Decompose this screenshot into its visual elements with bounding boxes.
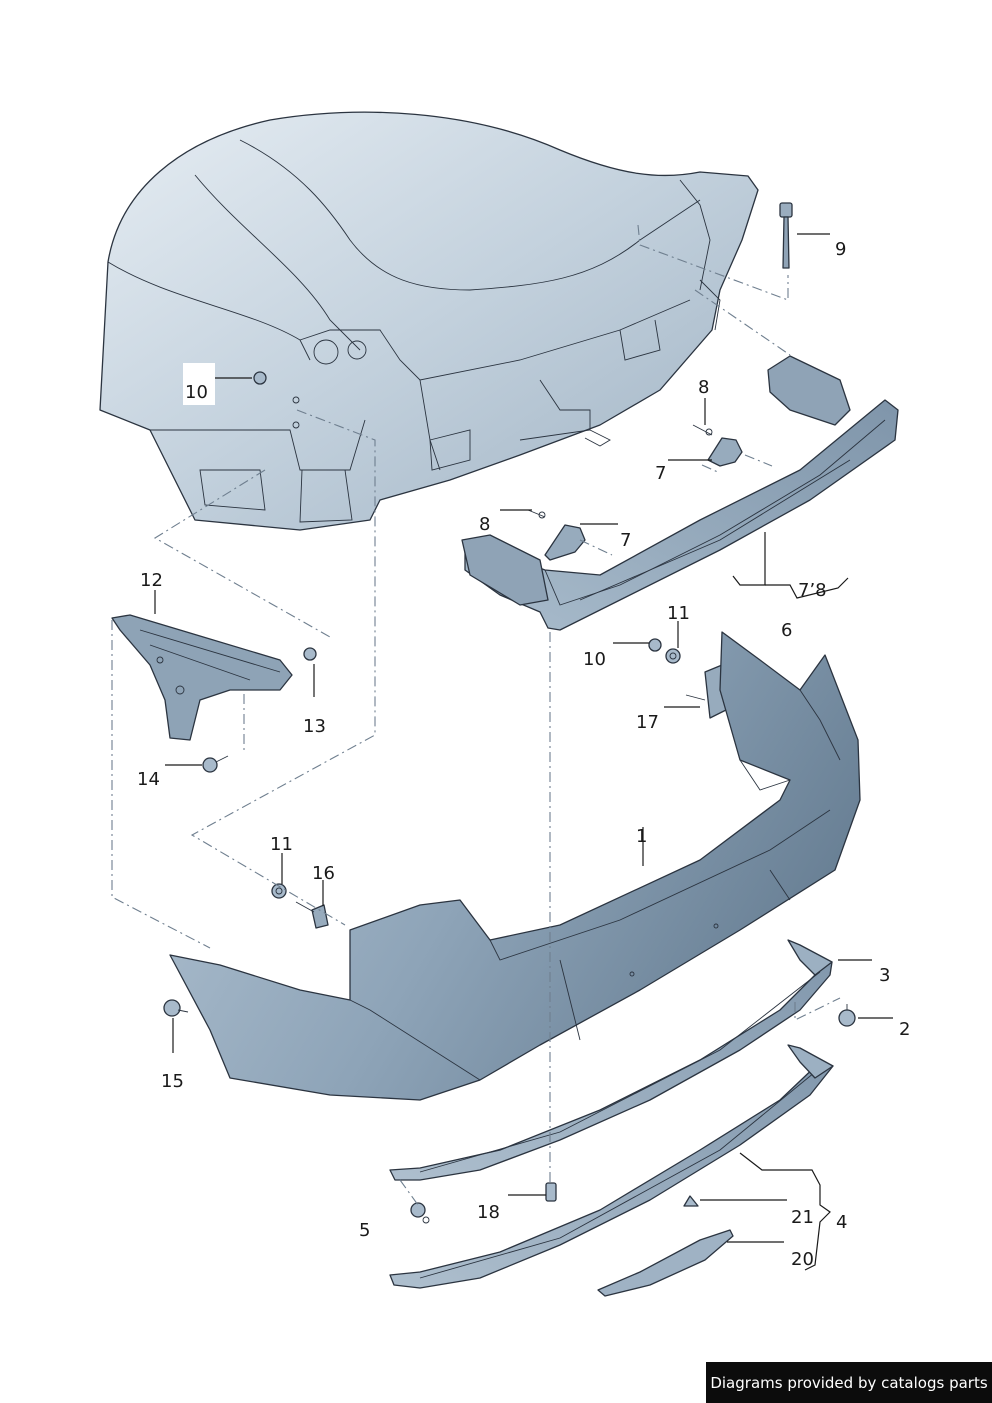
clip-10-lower bbox=[648, 638, 662, 652]
callout-8-lower: 8 bbox=[479, 514, 490, 535]
callout-4: 4 bbox=[836, 1212, 847, 1233]
leader-lines bbox=[154, 233, 893, 1271]
callout-1: 1 bbox=[636, 826, 647, 847]
callout-8-upper: 8 bbox=[698, 377, 709, 398]
callout-7-8: 7’8 bbox=[798, 580, 827, 601]
screw-15 bbox=[163, 999, 189, 1017]
clip-2 bbox=[838, 1004, 856, 1027]
callout-10-lower: 10 bbox=[583, 649, 606, 670]
lower-strip-4 bbox=[389, 1044, 834, 1289]
callout-10-upper: 10 bbox=[185, 382, 208, 403]
clip-10-upper bbox=[253, 371, 267, 385]
callout-9: 9 bbox=[835, 239, 846, 260]
callout-11-upper: 11 bbox=[667, 603, 690, 624]
bolt-9 bbox=[779, 202, 793, 269]
clip-21 bbox=[683, 1195, 699, 1207]
bumper-cover bbox=[169, 631, 861, 1101]
lower-trim-3 bbox=[389, 939, 833, 1181]
callout-16: 16 bbox=[312, 863, 335, 884]
screw-14 bbox=[202, 755, 229, 773]
callout-14: 14 bbox=[137, 769, 160, 790]
reflector-strip-20 bbox=[597, 1229, 734, 1297]
callout-11-lower: 11 bbox=[270, 834, 293, 855]
callout-3: 3 bbox=[879, 965, 890, 986]
callout-labels: 1 2 3 4 5 6 7 7 7’8 8 8 9 10 10 11 11 12… bbox=[137, 239, 910, 1270]
assembly-lines bbox=[111, 224, 841, 1206]
bracket-7-upper bbox=[692, 424, 743, 467]
callout-15: 15 bbox=[161, 1071, 184, 1092]
callout-18: 18 bbox=[477, 1202, 500, 1223]
callout-17: 17 bbox=[636, 712, 659, 733]
bumper-reinforcement-beam bbox=[461, 355, 899, 631]
callout-10-upper-backdrop bbox=[183, 363, 215, 405]
callout-2: 2 bbox=[899, 1019, 910, 1040]
callout-20: 20 bbox=[791, 1249, 814, 1270]
callout-13: 13 bbox=[303, 716, 326, 737]
callout-12: 12 bbox=[140, 570, 163, 591]
callout-6: 6 bbox=[781, 620, 792, 641]
credit-banner: Diagrams provided by catalogs parts bbox=[706, 1362, 992, 1403]
screw-18 bbox=[545, 1182, 557, 1202]
clip-13 bbox=[303, 647, 317, 661]
callout-7-lower: 7 bbox=[620, 530, 631, 551]
side-guide-bracket-12 bbox=[111, 614, 293, 741]
nut-11-upper bbox=[665, 648, 681, 664]
rear-body-shell bbox=[99, 111, 759, 531]
bracket-7-lower bbox=[527, 509, 586, 561]
nut-11-lower bbox=[271, 883, 287, 899]
callout-7-upper: 7 bbox=[655, 463, 666, 484]
bracket-16 bbox=[295, 901, 329, 929]
callout-21: 21 bbox=[791, 1207, 814, 1228]
clip-5 bbox=[410, 1202, 430, 1224]
callout-5: 5 bbox=[359, 1220, 370, 1241]
